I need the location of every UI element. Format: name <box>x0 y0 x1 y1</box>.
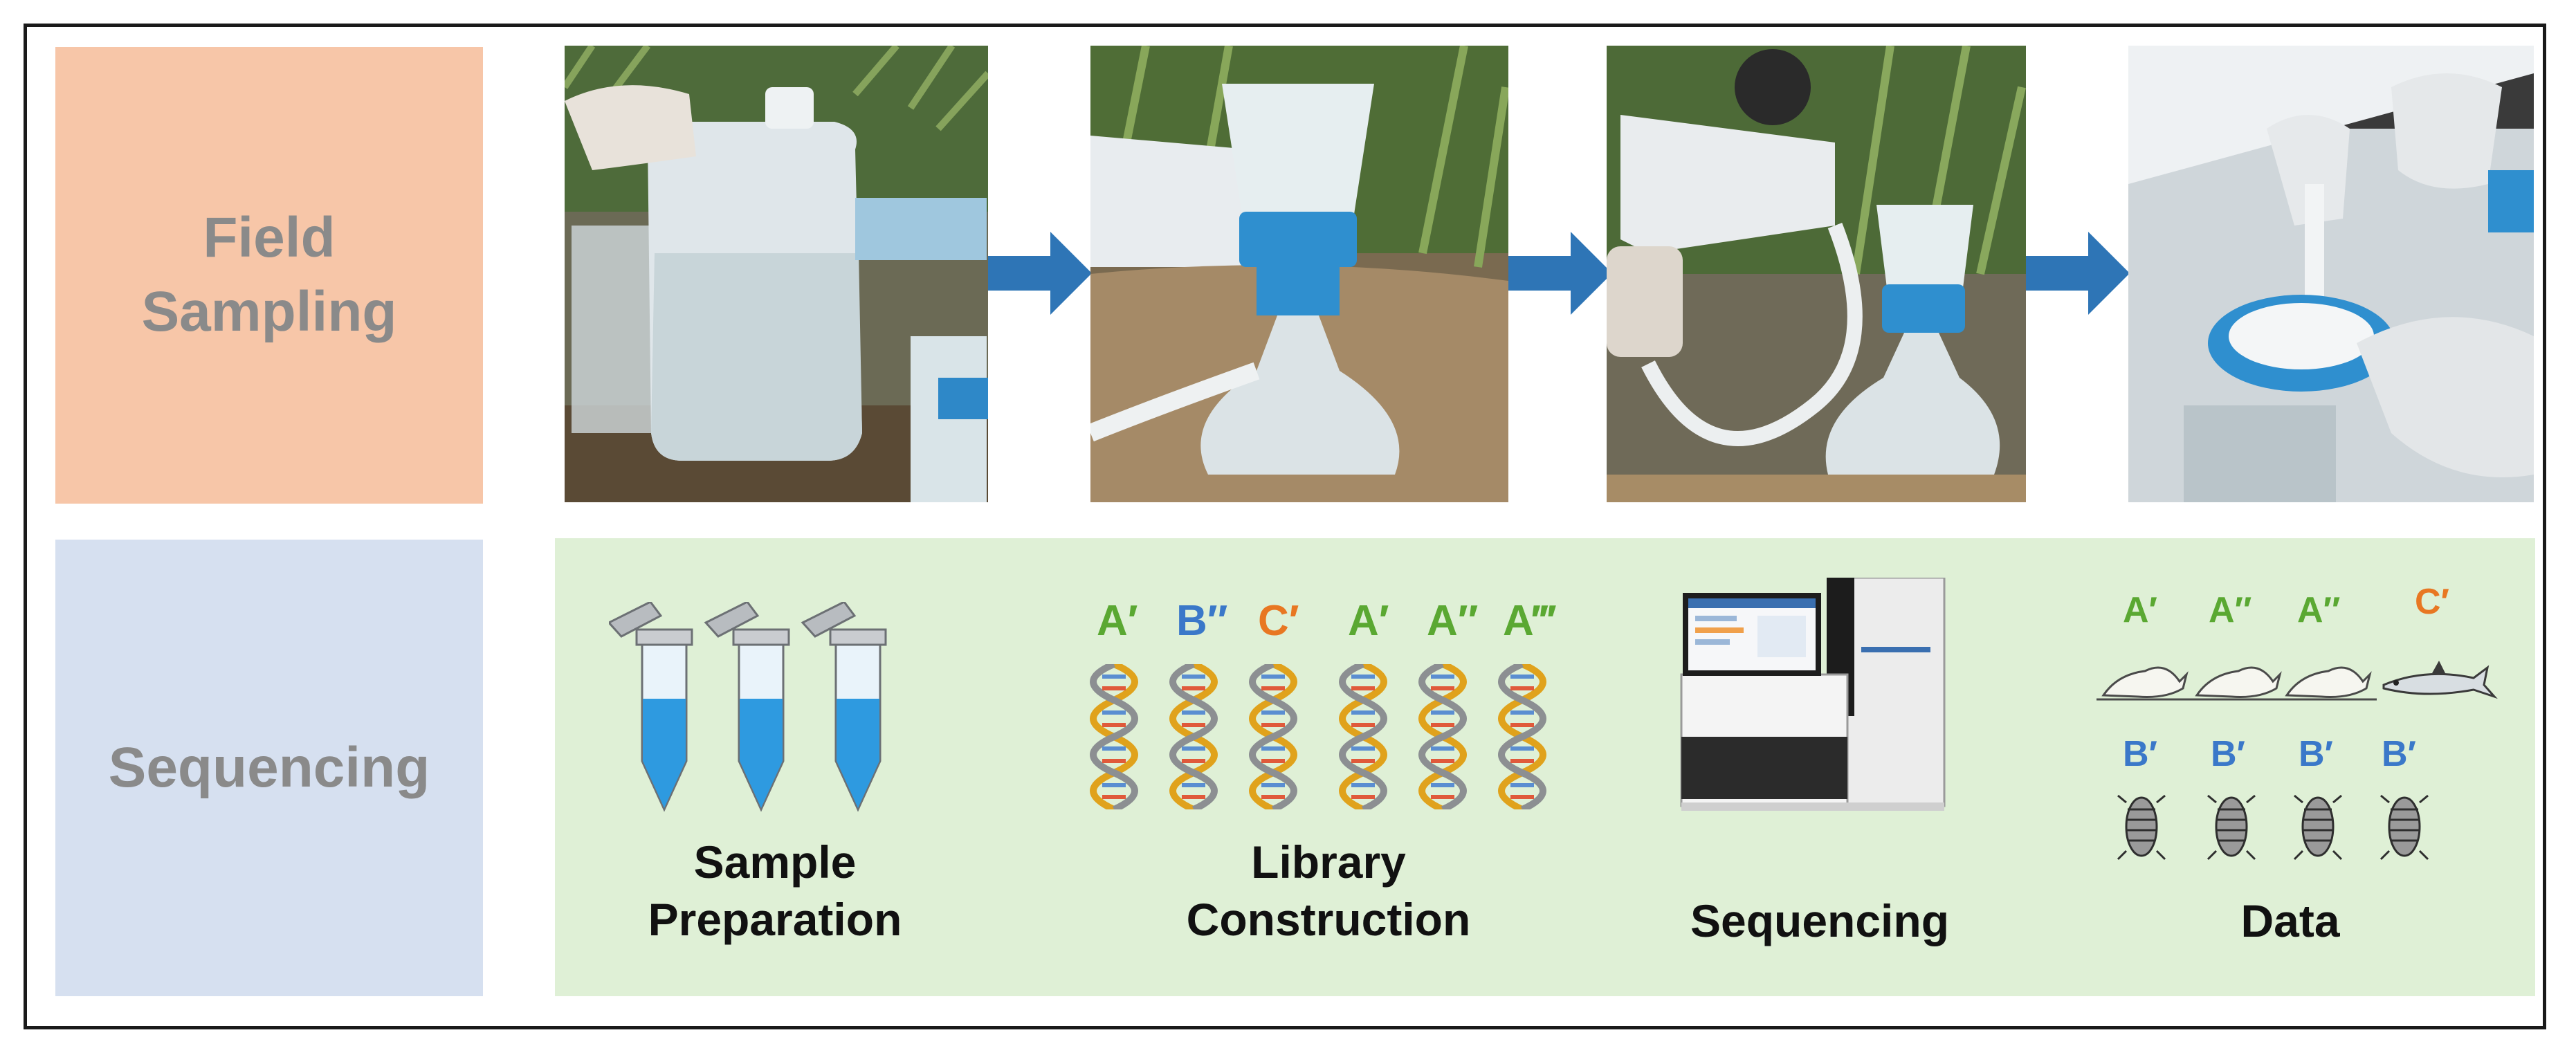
sequencer-machine-icon <box>1680 578 1946 811</box>
library-construction-line1: Library <box>1251 836 1406 888</box>
data-tag-bottom-2: B′ <box>2211 734 2246 774</box>
sequencing-workflow-panel <box>555 538 2535 996</box>
data-tag-bottom-3: B′ <box>2299 734 2334 774</box>
library-tag-3: C′ <box>1258 597 1299 645</box>
data-tag-bottom-4: B′ <box>2382 734 2417 774</box>
data-tag-top-3: A″ <box>2297 590 2341 630</box>
sample-preparation-line2: Preparation <box>648 893 902 945</box>
photo-water-bag <box>565 46 988 502</box>
data-tag-top-4: C′ <box>2415 582 2450 622</box>
sequencing-label-text: Sequencing <box>108 735 430 799</box>
field-label-line1: Field <box>203 206 336 270</box>
library-tag-6: A‴ <box>1503 597 1555 645</box>
sample-preparation-line1: Sample <box>693 836 857 888</box>
photo-vacuum-pump <box>1607 46 2026 502</box>
arrow-3 <box>2026 232 2130 315</box>
data-tag-top-1: A′ <box>2123 590 2158 630</box>
data-step-label: Data <box>2240 895 2340 946</box>
sample-preparation-label: Sample Preparation <box>637 834 913 948</box>
snail-fish-icons <box>2097 661 2498 701</box>
arrow-2 <box>1508 232 1612 315</box>
photo-filter-funnel <box>1090 46 1508 502</box>
data-tag-top-2: A″ <box>2209 590 2252 630</box>
library-tag-5: A″ <box>1427 597 1479 645</box>
field-sampling-label: Field Sampling <box>55 47 483 504</box>
library-construction-line2: Construction <box>1186 893 1471 945</box>
sequencing-row-label: Sequencing <box>55 540 483 996</box>
data-tag-bottom-1: B′ <box>2123 734 2158 774</box>
dna-strands-icon <box>1090 664 1560 809</box>
sample-tubes-icon <box>609 602 887 812</box>
photo-filter-removal <box>2128 46 2534 502</box>
arrow-1 <box>988 232 1092 315</box>
field-label-line2: Sampling <box>141 280 397 343</box>
snail-icon-1 <box>2097 666 2193 701</box>
library-tag-1: A′ <box>1097 597 1138 645</box>
sequencing-step-label: Sequencing <box>1690 895 1950 946</box>
isopod-icons <box>2117 794 2429 861</box>
library-tag-2: B″ <box>1176 597 1228 645</box>
library-construction-label: Library Construction <box>1162 834 1495 948</box>
library-tag-4: A′ <box>1348 597 1389 645</box>
